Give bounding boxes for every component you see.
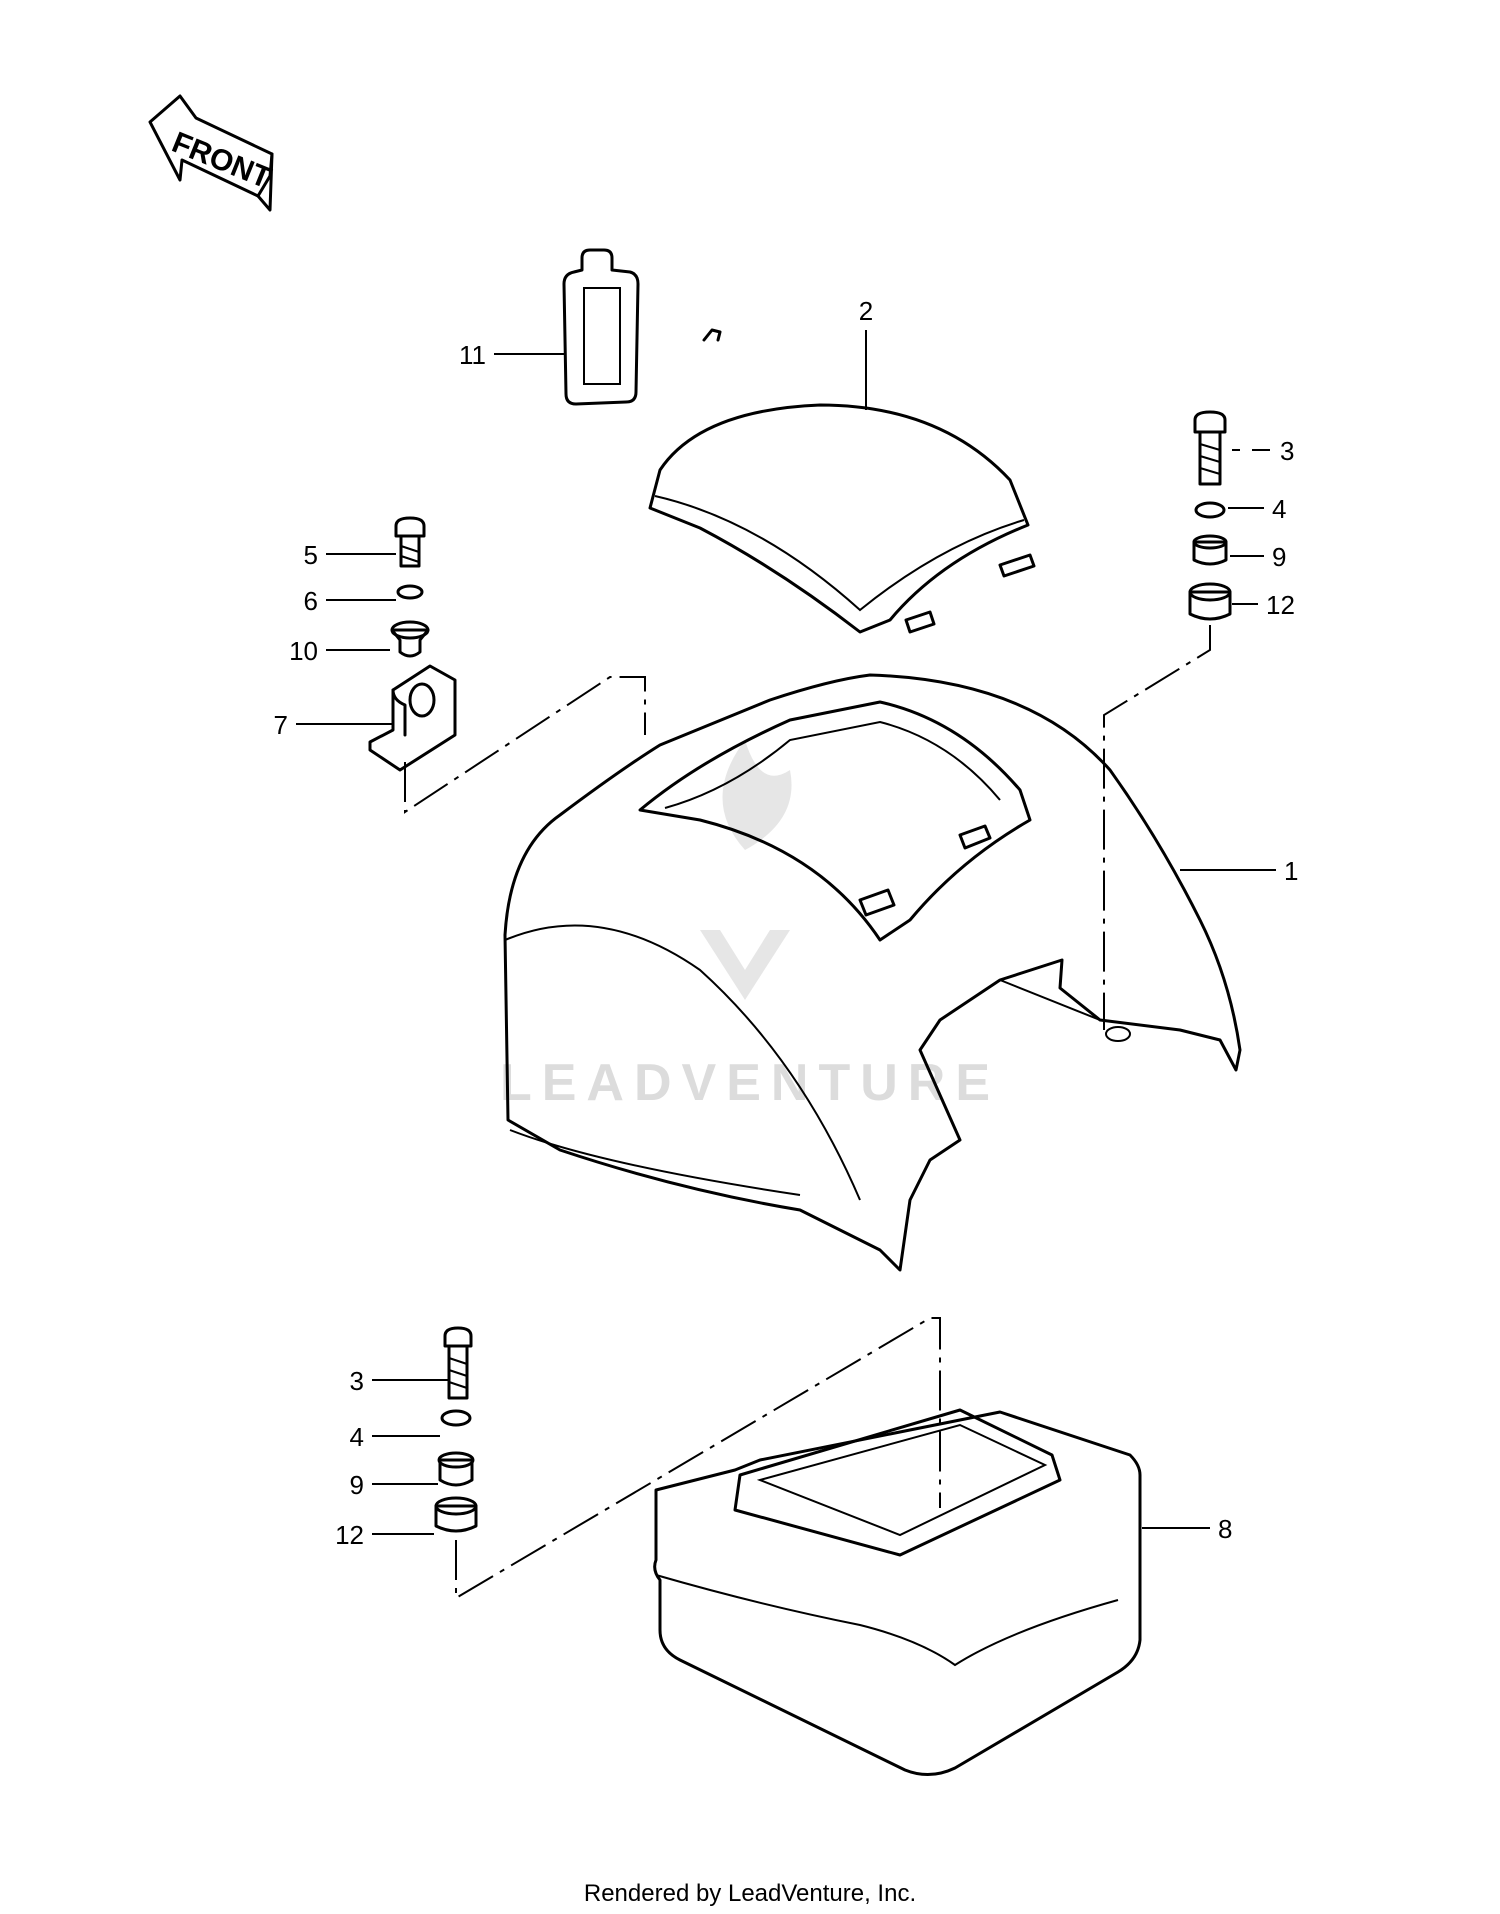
callout-4-lower: 4 bbox=[350, 1422, 364, 1452]
footer-credit: Rendered by LeadVenture, Inc. bbox=[583, 1880, 917, 1907]
callout-12-lower: 12 bbox=[335, 1520, 364, 1550]
hardware-stack-left bbox=[368, 516, 457, 772]
callout-11: 11 bbox=[459, 340, 486, 370]
callout-1: 1 bbox=[1284, 856, 1298, 886]
hardware-stack-lower-left bbox=[434, 1326, 478, 1533]
leadventure-flame-logo bbox=[700, 740, 792, 1000]
callout-3-lower: 3 bbox=[350, 1366, 364, 1396]
callout-3-upper: 3 bbox=[1280, 436, 1294, 466]
callout-12-upper: 12 bbox=[1266, 590, 1295, 620]
callout-7: 7 bbox=[274, 710, 288, 740]
callout-6: 6 bbox=[304, 586, 318, 616]
front-arrow-label: FRONT bbox=[167, 126, 275, 195]
callout-9-lower: 9 bbox=[350, 1470, 364, 1500]
callout-2: 2 bbox=[859, 296, 873, 326]
alignment-lines bbox=[404, 625, 1211, 1600]
hardware-stack-upper-right bbox=[1188, 410, 1232, 621]
callout-labels: 2 11 3 4 9 12 5 6 10 7 1 3 4 9 12 8 bbox=[274, 296, 1299, 1550]
callout-10: 10 bbox=[289, 636, 318, 666]
part-11-gasket bbox=[562, 248, 640, 406]
part-2-lid bbox=[648, 328, 1036, 634]
part-8-box bbox=[653, 1408, 1142, 1776]
callout-9-upper: 9 bbox=[1272, 542, 1286, 572]
leader-lines bbox=[296, 330, 1276, 1535]
front-arrow-icon: FRONT bbox=[148, 94, 276, 212]
part-1-fender-body bbox=[503, 673, 1242, 1272]
callout-8: 8 bbox=[1218, 1514, 1232, 1544]
callout-5: 5 bbox=[304, 540, 318, 570]
watermark-text: LEADVENTURE bbox=[500, 1054, 1000, 1112]
callout-4-upper: 4 bbox=[1272, 494, 1286, 524]
